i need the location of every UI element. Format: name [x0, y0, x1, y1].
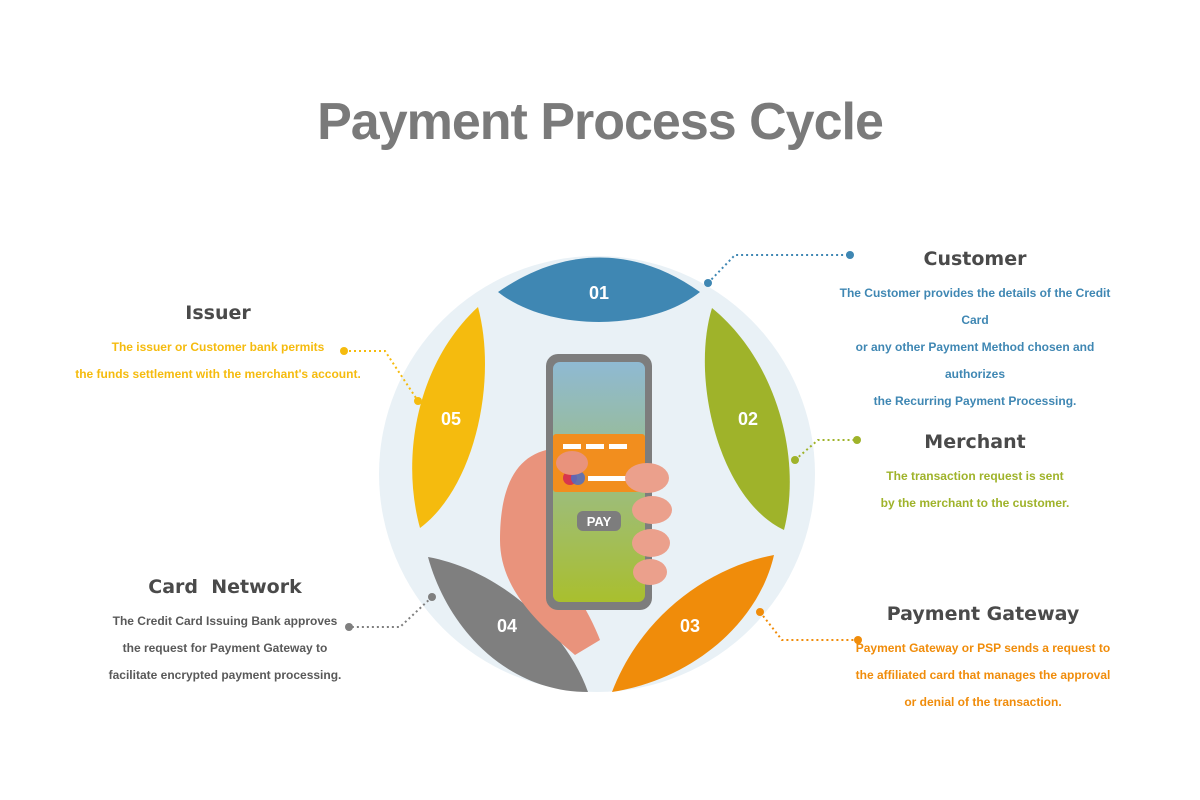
desc-line: The Credit Card Issuing Bank approves	[112, 614, 338, 628]
step-desc-customer: The Customer provides the details of the…	[825, 280, 1125, 415]
step-desc-issuer: The issuer or Customer bank permits the …	[68, 334, 368, 388]
desc-line: the request for Payment Gateway to	[122, 641, 328, 655]
desc-line: the affiliated card that manages the app…	[855, 668, 1111, 682]
desc-line: by the merchant to the customer.	[880, 496, 1070, 510]
step-title-card-network: Card Network	[148, 576, 302, 598]
connector-05	[340, 347, 422, 405]
desc-line: or denial of the transaction.	[904, 695, 1062, 709]
desc-line: the Recurring Payment Processing.	[873, 394, 1077, 408]
connector-01	[704, 251, 854, 287]
step-number-03: 03	[680, 616, 700, 636]
step-customer: Customer The Customer provides the detai…	[825, 248, 1125, 415]
step-number-02: 02	[738, 409, 758, 429]
step-number-01: 01	[589, 283, 609, 303]
step-card-network: Card Network The Credit Card Issuing Ban…	[75, 576, 375, 689]
step-title-customer: Customer	[923, 248, 1027, 270]
step-title-payment-gateway: Payment Gateway	[886, 603, 1080, 625]
step-number-05: 05	[441, 409, 461, 429]
petal-03	[612, 555, 774, 692]
desc-line: The Customer provides the details of the…	[839, 286, 1111, 327]
step-merchant: Merchant The transaction request is sent…	[825, 431, 1125, 517]
connector-04	[345, 593, 436, 631]
pay-button: PAY	[577, 511, 621, 531]
step-issuer: Issuer The issuer or Customer bank permi…	[68, 302, 368, 388]
petal-05	[412, 307, 485, 528]
step-desc-card-network: The Credit Card Issuing Bank approves th…	[75, 608, 375, 689]
step-title-issuer: Issuer	[185, 302, 251, 324]
desc-line: the funds settlement with the merchant's…	[75, 367, 361, 381]
petal-04	[428, 557, 588, 692]
page-title: Payment Process Cycle	[317, 93, 884, 151]
desc-line: or any other Payment Method chosen and a…	[855, 340, 1095, 381]
desc-line: Payment Gateway or PSP sends a request t…	[855, 641, 1111, 655]
step-desc-merchant: The transaction request is sent by the m…	[825, 463, 1125, 517]
desc-line: The issuer or Customer bank permits	[111, 340, 325, 354]
step-payment-gateway: Payment Gateway Payment Gateway or PSP s…	[833, 603, 1133, 716]
step-desc-payment-gateway: Payment Gateway or PSP sends a request t…	[833, 635, 1133, 716]
desc-line: The transaction request is sent	[886, 469, 1064, 483]
step-title-merchant: Merchant	[924, 431, 1026, 453]
desc-line: facilitate encrypted payment processing.	[108, 668, 342, 682]
pay-label: PAY	[587, 514, 612, 529]
connector-02	[791, 436, 861, 464]
petal-01	[498, 257, 700, 322]
fingers	[556, 451, 672, 585]
petal-02	[704, 308, 790, 530]
step-number-04: 04	[497, 616, 517, 636]
connector-03	[756, 608, 862, 644]
